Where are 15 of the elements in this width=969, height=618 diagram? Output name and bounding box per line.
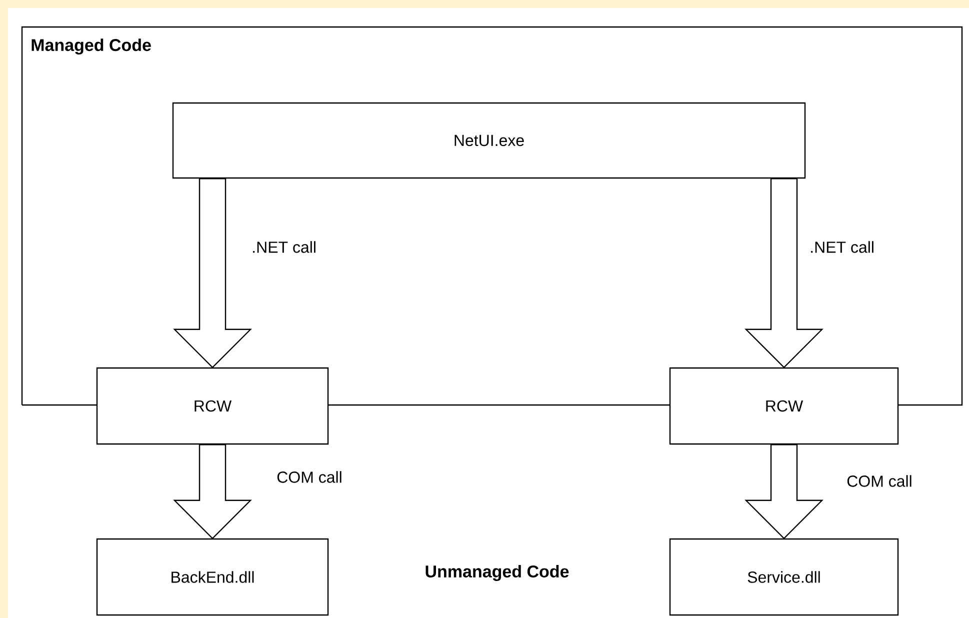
region-label: Unmanaged Code	[426, 565, 569, 581]
block-arrow	[744, 444, 824, 540]
block-arrow	[744, 178, 824, 368]
component-box: RCW	[669, 367, 899, 445]
component-box: RCW	[96, 367, 329, 445]
edge-label: .NET call	[253, 241, 316, 253]
edge-label: .NET call	[811, 241, 874, 253]
component-box: BackEnd.dll	[96, 538, 329, 616]
edge-label: COM call	[847, 475, 912, 487]
block-arrow	[173, 178, 252, 368]
component-box: Service.dll	[669, 538, 899, 616]
region-title: Managed Code	[32, 38, 151, 55]
block-arrow	[173, 444, 252, 540]
component-box: NetUI.exe	[172, 102, 806, 179]
edge-label: COM call	[277, 471, 342, 483]
